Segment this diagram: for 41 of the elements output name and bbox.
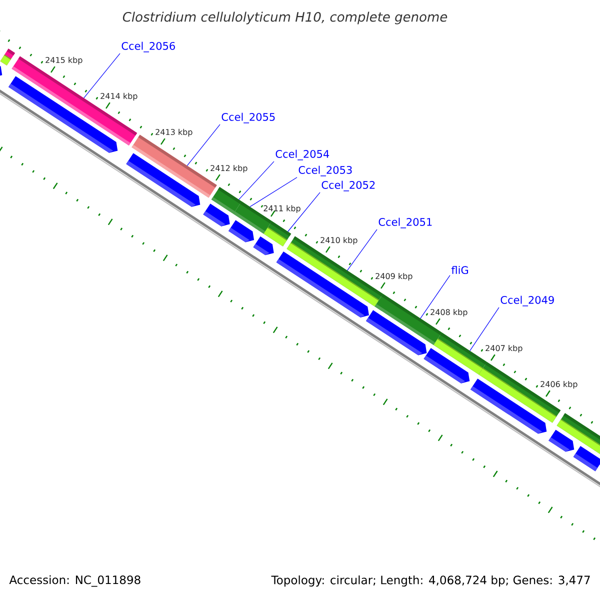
gene-label: Ccel_2054 xyxy=(276,150,330,160)
leader-line xyxy=(186,124,220,166)
scale-label: 2410 kbp xyxy=(320,236,358,245)
leader-line xyxy=(250,177,298,208)
leader-line xyxy=(420,274,450,319)
scale-label: 2406 kbp xyxy=(540,380,578,389)
gene-label: fliG xyxy=(451,266,468,274)
scale-label: 2412 kbp xyxy=(210,164,248,173)
leader-line xyxy=(288,192,320,232)
leader-line xyxy=(470,307,500,352)
scale-label: 2409 kbp xyxy=(376,272,412,281)
title: Clostridium cellulolyticum H10, complete genome xyxy=(122,12,448,24)
accession-text: Accession: NC_011898 xyxy=(9,575,140,587)
scale-label: 2414 kbp xyxy=(100,92,138,101)
gene-block xyxy=(203,204,230,226)
leader-line xyxy=(84,53,120,98)
gene-label: Ccel_2056 xyxy=(122,42,175,52)
leader-line xyxy=(238,161,274,200)
gene-label: Ccel_2049 xyxy=(500,296,554,306)
scale-label: 2407 kbp xyxy=(486,344,522,353)
gene-label: Ccel_2055 xyxy=(222,112,275,124)
leader-line xyxy=(346,229,378,271)
gene-block xyxy=(573,446,600,472)
gene-block xyxy=(366,310,427,356)
gene-label: Ccel_2053 xyxy=(298,166,352,176)
gene-block xyxy=(126,153,200,207)
genome-info-text: Topology: circular; Length: 4,068,724 bp; Genes: 3,477 xyxy=(271,575,590,587)
gene-label: Ccel_2051 xyxy=(378,218,432,228)
gene-block xyxy=(8,76,118,153)
scale-label: 2411 kbp xyxy=(264,205,300,213)
gene-block xyxy=(253,236,274,256)
scale-label: 2408 kbp xyxy=(430,308,468,317)
gene-block xyxy=(276,251,369,318)
gene-block xyxy=(0,64,2,78)
scale-label: 2415 kbp xyxy=(46,56,82,65)
scale-label: 2413 kbp xyxy=(156,128,192,137)
gene-block xyxy=(228,220,254,242)
gene-block xyxy=(548,430,574,452)
gene-block xyxy=(424,348,470,384)
gene-bar xyxy=(0,48,16,66)
gene-label: Ccel_2052 xyxy=(322,180,375,192)
